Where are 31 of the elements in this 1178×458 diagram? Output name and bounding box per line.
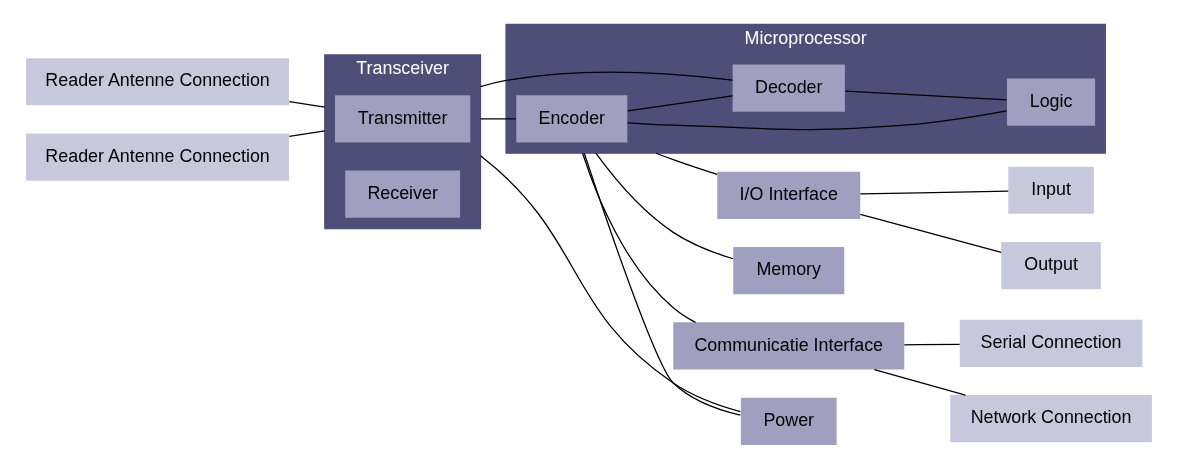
connector (844, 89, 1008, 100)
connector (655, 152, 718, 175)
node-box: Decoder (732, 64, 845, 112)
node-box: Input (1008, 166, 1094, 214)
node-box: Reader Antenne Connection (26, 132, 290, 181)
connector (859, 213, 1002, 253)
connector (479, 71, 734, 87)
node-box: Serial Connection (959, 319, 1143, 367)
connector (479, 154, 741, 412)
connector (903, 343, 961, 345)
node-box: Output (1001, 241, 1101, 289)
node-box: Power (740, 397, 837, 445)
node-box: I/O Interface (717, 171, 861, 219)
connector (873, 368, 967, 396)
node-box: Logic (1007, 78, 1096, 126)
connector (627, 94, 734, 112)
connector (582, 152, 697, 323)
node-box: Communicatie Interface (673, 321, 905, 370)
node-box: Memory (733, 246, 845, 294)
node-box: Reader Antenne Connection (26, 57, 290, 105)
connector (626, 109, 1008, 130)
connector (479, 117, 517, 119)
node-box: Network Connection (950, 394, 1152, 442)
connector (288, 129, 326, 137)
node-box: Transmitter (335, 94, 471, 142)
connector (583, 152, 741, 416)
connector (595, 152, 734, 259)
connector (288, 100, 326, 108)
node-box: Receiver (345, 169, 461, 218)
node-box: Encoder (516, 94, 628, 142)
connector (859, 189, 1009, 195)
